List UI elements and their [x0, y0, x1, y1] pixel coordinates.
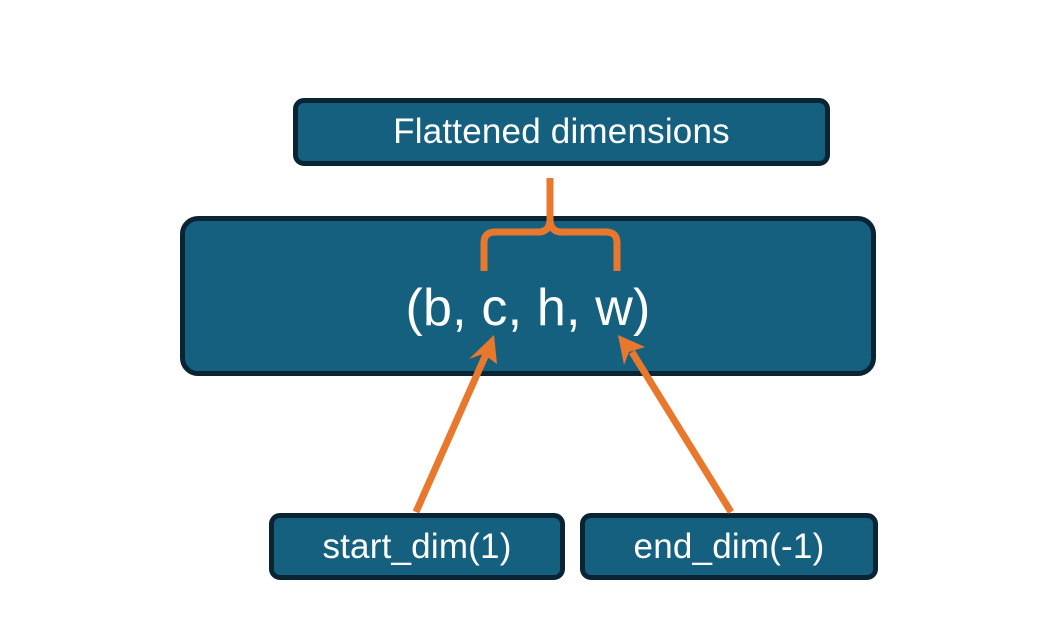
- end-dim-label: end_dim(-1): [633, 526, 825, 566]
- flattened-dimensions-node: Flattened dimensions: [293, 98, 830, 166]
- start-dim-arrow-shaft: [412, 350, 491, 514]
- tensor-shape-node: (b, c, h, w): [180, 216, 876, 376]
- flattened-dimensions-label: Flattened dimensions: [393, 112, 730, 151]
- end-dim-arrow-shaft: [629, 350, 734, 514]
- tensor-shape-label: (b, c, h, w): [405, 279, 651, 337]
- end-dim-node: end_dim(-1): [580, 513, 878, 580]
- start-dim-label: start_dim(1): [322, 526, 512, 566]
- start-dim-node: start_dim(1): [269, 513, 565, 580]
